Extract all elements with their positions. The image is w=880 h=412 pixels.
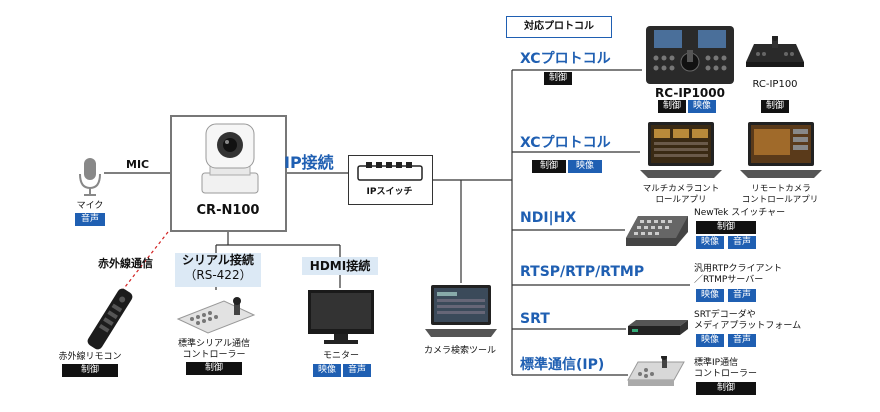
monitor-icon (308, 290, 374, 344)
network-switch-icon (357, 162, 423, 181)
ip-switch-label: IPスイッチ (366, 187, 413, 197)
srt-decoder-icon (628, 320, 688, 335)
ndi-tag-video: 映像 (696, 236, 724, 249)
rtsp-tag-video: 映像 (696, 289, 724, 302)
ip-tag-control: 制御 (696, 382, 756, 395)
ip-connection-label: IP接続 (284, 153, 334, 172)
serial-controller-label2: コントローラー (182, 350, 246, 360)
multi-camera-app-laptop-icon (640, 122, 722, 178)
xc2-head: XCプロトコル (520, 135, 611, 151)
serial-connection-box: シリアル接続 （RS-422） (175, 253, 261, 287)
mic-label: マイク (76, 201, 104, 211)
remote-camera-app-label2: コントロールアプリ (741, 195, 819, 205)
serial-controller-label1: 標準シリアル通信 (178, 339, 250, 349)
serial-connection-line1: シリアル接続 (182, 253, 254, 267)
serial-controller-icon (176, 297, 256, 334)
rtsp-tag-audio: 音声 (728, 289, 756, 302)
monitor-tag-audio: 音声 (343, 364, 371, 377)
camera-name: CR-N100 (196, 203, 260, 218)
xc1-head: XCプロトコル (520, 51, 611, 67)
multi-camera-app-label1: マルチカメラコント (642, 184, 720, 194)
newtek-switcher-label: NewTek スイッチャー (694, 208, 786, 218)
ndi-head: NDI|HX (520, 210, 577, 226)
srt-tag-audio: 音声 (728, 334, 756, 347)
srt-decoder-label1: SRTデコーダや (694, 310, 756, 320)
remote-camera-app-laptop-icon (740, 122, 822, 178)
serial-connection-line2: （RS-422） (184, 268, 252, 282)
ir-connection-label: 赤外線通信 (98, 257, 153, 270)
hdmi-connection-box: HDMI接続 (302, 257, 378, 275)
mic-connection-label: MIC (126, 158, 150, 171)
newtek-switcher-icon (626, 216, 688, 246)
rc-ip1000-tag-video: 映像 (688, 100, 716, 113)
ndi-tag-control: 制御 (696, 221, 756, 234)
ir-remote-label: 赤外線リモコン (58, 352, 122, 362)
monitor-tag-video: 映像 (313, 364, 341, 377)
laptop-icon (425, 285, 497, 337)
srt-decoder-label2: メディアプラットフォーム (694, 321, 802, 331)
rc-ip100-tag: 制御 (761, 100, 789, 113)
rtsp-client-label1: 汎用RTPクライアント (694, 264, 783, 274)
srt-head: SRT (520, 311, 550, 327)
rc-ip1000-name: RC-IP1000 (655, 86, 725, 100)
rtsp-head: RTSP/RTP/RTMP (520, 264, 645, 280)
ip-controller-label2: コントローラー (694, 369, 758, 379)
rc-ip100-controller-icon (746, 36, 804, 67)
microphone-icon (79, 158, 101, 196)
rc-ip1000-controller-icon (646, 26, 734, 84)
rtsp-client-label2: ／RTMPサーバー (694, 275, 764, 285)
protocols-title: 対応プロトコル (506, 16, 612, 38)
rc-ip1000-tag-control: 制御 (658, 100, 686, 113)
hdmi-connection-label: HDMI接続 (309, 259, 371, 273)
srt-tag-video: 映像 (696, 334, 724, 347)
xc1-tag: 制御 (544, 72, 572, 85)
monitor-label: モニター (322, 351, 359, 361)
ndi-tag-audio: 音声 (728, 236, 756, 249)
serial-controller-tag: 制御 (186, 362, 242, 375)
search-tool-label: カメラ検索ツール (423, 346, 496, 356)
ir-remote-icon (87, 288, 133, 350)
mic-tag: 音声 (75, 213, 105, 226)
xc2-tag-control: 制御 (532, 160, 566, 173)
remote-camera-app-label1: リモートカメラ (751, 184, 811, 194)
ip-controller-icon (627, 356, 685, 386)
ip-head: 標準通信(IP) (520, 357, 605, 373)
multi-camera-app-label2: ロールアプリ (655, 195, 707, 205)
rc-ip100-name: RC-IP100 (752, 79, 798, 90)
ir-remote-tag: 制御 (62, 364, 118, 377)
ptz-camera-icon (201, 123, 259, 194)
ip-controller-label1: 標準IP通信 (694, 358, 739, 368)
xc2-tag-video: 映像 (568, 160, 602, 173)
